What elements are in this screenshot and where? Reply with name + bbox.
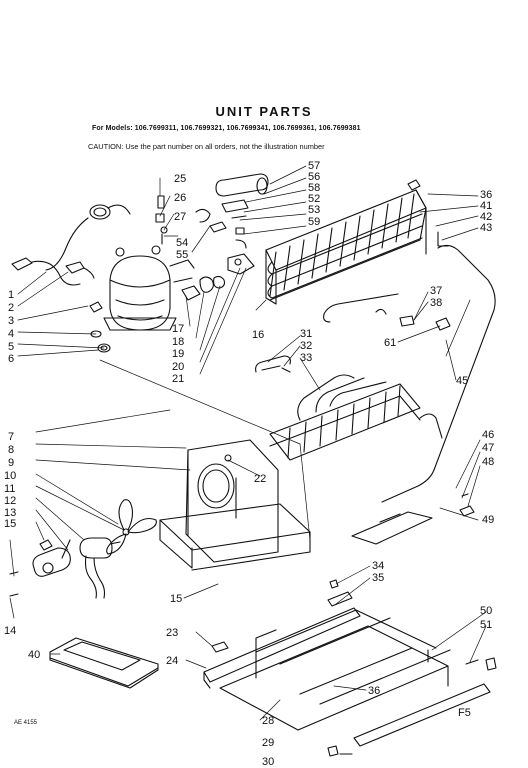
part-label-37: 37 <box>430 285 442 297</box>
part-label-10: 10 <box>4 470 16 482</box>
part-label-19: 19 <box>172 348 184 360</box>
part-label-17: 17 <box>172 323 184 335</box>
part-label-3: 3 <box>8 315 14 327</box>
part-label-36-b: 36 <box>368 685 380 697</box>
part-label-11: 11 <box>4 483 15 495</box>
part-label-15-b: 15 <box>170 593 182 605</box>
part-label-57: 57 <box>308 160 320 172</box>
part-label-29: 29 <box>262 737 274 749</box>
drier-assembly <box>215 173 269 249</box>
part-label-53: 53 <box>308 204 320 216</box>
part-label-55: 55 <box>176 249 188 261</box>
part-label-16: 16 <box>252 329 264 341</box>
fan-shroud <box>159 439 311 571</box>
part-label-51: 51 <box>480 619 492 631</box>
part-label-54: 54 <box>176 237 188 249</box>
part-label-15: 15 <box>4 518 16 530</box>
caution-note: CAUTION: Use the part number on all orde… <box>88 142 325 151</box>
part-label-8: 8 <box>8 444 14 456</box>
part-label-61: 61 <box>384 337 396 349</box>
part-label-23: 23 <box>166 627 178 639</box>
fan-motor <box>9 499 157 599</box>
part-label-52: 52 <box>308 193 320 205</box>
part-label-14: 14 <box>4 625 16 637</box>
part-label-22: 22 <box>254 473 266 485</box>
part-label-50: 50 <box>480 605 492 617</box>
part-label-40: 40 <box>28 649 40 661</box>
part-label-28: 28 <box>262 715 274 727</box>
drain-pan <box>49 637 159 689</box>
part-label-35: 35 <box>372 572 384 584</box>
connectors <box>375 308 451 331</box>
part-label-49: 49 <box>482 514 494 526</box>
leader-lines <box>9 165 487 721</box>
compressor <box>89 245 195 353</box>
model-numbers: For Models: 106.7699311, 106.7699321, 10… <box>92 125 361 132</box>
part-label-59: 59 <box>308 216 320 228</box>
base-frame <box>203 493 497 757</box>
part-label-6: 6 <box>8 353 14 365</box>
condenser-coil <box>265 179 496 503</box>
part-label-26: 26 <box>174 192 186 204</box>
relay-parts <box>155 195 255 301</box>
part-label-30: 30 <box>262 756 274 768</box>
part-label-34: 34 <box>372 560 384 572</box>
part-label-38: 38 <box>430 297 442 309</box>
part-label-43: 43 <box>480 222 492 234</box>
part-label-21: 21 <box>172 373 184 385</box>
part-label-1: 1 <box>8 289 14 301</box>
part-label-13: 13 <box>4 507 16 519</box>
part-label-42: 42 <box>480 211 492 223</box>
part-label-31: 31 <box>300 328 312 340</box>
part-label-25: 25 <box>174 173 186 185</box>
evaporator-tubing <box>255 355 443 461</box>
figure-code: AE 4155 <box>14 720 38 726</box>
part-label-20: 20 <box>172 361 184 373</box>
part-label-2: 2 <box>8 302 14 314</box>
part-label-47: 47 <box>482 442 494 454</box>
part-label-12: 12 <box>4 495 16 507</box>
part-label-36: 36 <box>480 189 492 201</box>
corner-label: F5 <box>458 707 471 719</box>
part-label-5: 5 <box>8 341 14 353</box>
part-label-33: 33 <box>300 352 312 364</box>
part-labels: 1 2 3 4 5 6 7 8 9 10 11 12 13 15 14 15 1… <box>4 160 494 768</box>
part-label-27: 27 <box>174 211 186 223</box>
part-label-48: 48 <box>482 456 494 468</box>
part-label-56: 56 <box>308 171 320 183</box>
part-label-4: 4 <box>8 328 14 340</box>
part-label-58: 58 <box>308 182 320 194</box>
part-label-41: 41 <box>480 200 492 212</box>
part-label-18: 18 <box>172 336 184 348</box>
part-label-9: 9 <box>8 457 14 469</box>
page-title: UNIT PARTS <box>215 104 313 119</box>
part-label-45: 45 <box>456 375 468 387</box>
power-cord <box>11 204 131 286</box>
part-label-24: 24 <box>166 655 178 667</box>
part-label-32: 32 <box>300 340 312 352</box>
part-label-7: 7 <box>8 431 14 443</box>
part-label-46: 46 <box>482 429 494 441</box>
